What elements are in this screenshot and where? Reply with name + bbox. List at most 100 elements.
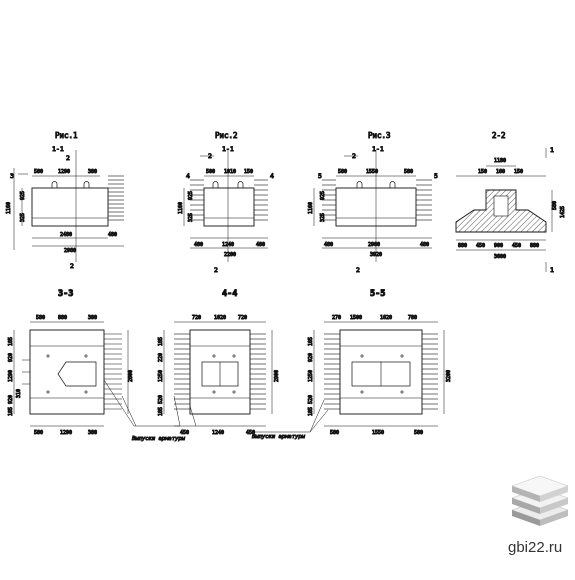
plan-4-4-dim-top-3: 720 <box>238 315 247 321</box>
figure-2-cut-bottom: 2 <box>214 266 218 274</box>
plan-5-5-dimension-lines <box>313 321 445 427</box>
figure-3-dimension-lines <box>313 150 432 262</box>
plan-3-3-dim-bottom-3: 380 <box>88 430 97 436</box>
plan-5-5-dim-bottom-1: 580 <box>330 430 339 436</box>
figure-3-loop-right <box>389 181 396 188</box>
figure-1: Рис.1 1-1 2 3 580 1290 38 <box>6 131 124 271</box>
section-2-2-dim-mid-3: 150 <box>514 169 523 175</box>
plan-3-3-dim-left-2: 920 <box>8 353 14 362</box>
callout-rebar-outlets-2: Выпуски арматуры <box>252 434 306 440</box>
figure-2-dim-top-3: 150 <box>244 169 253 175</box>
figure-1-dim-side-2: 925 <box>20 191 26 200</box>
figure-1-loop-left <box>51 181 58 188</box>
figure-3-dim-top-1: 580 <box>338 169 347 175</box>
figure-1-dim-bottom-1: 2480 <box>60 232 72 238</box>
plan-3-3-dim-bottom-1: 580 <box>34 430 43 436</box>
plan-3-3-rebar-outlets <box>104 333 122 410</box>
plan-4-4-rebar-outlets <box>174 333 266 410</box>
figure-2-dim-side-1: 1160 <box>178 202 184 214</box>
plan-3-3-block <box>29 329 105 415</box>
figure-3: Рис.3 1-1 2 5 5 580 1550 <box>308 131 439 275</box>
figure-2-cut-right: 4 <box>270 172 274 180</box>
figure-2-section-label: 1-1 <box>222 145 234 153</box>
figure-2-dim-top-1: 500 <box>206 169 215 175</box>
figure-2-title: Рис.2 <box>215 131 238 140</box>
figure-1-cut-bottom: 2 <box>70 262 74 270</box>
plan-3-3-dim-right: 2800 <box>128 370 134 382</box>
plan-5-5-rebar-outlets <box>324 333 438 410</box>
plan-5-5-dim-left-1: 185 <box>308 337 314 346</box>
plan-4-4-dim-top-2: 1620 <box>214 315 226 321</box>
figure-1-dim-side-1: 1160 <box>6 202 12 214</box>
plan-3-3-marks <box>46 354 88 394</box>
plan-4-4-dim-bottom-3: 450 <box>246 430 255 436</box>
figure-2: Рис.2 1-1 2 4 4 500 1010 <box>178 131 275 275</box>
section-2-2-dim-bottom-4: 450 <box>512 243 521 249</box>
callout-rebar-outlets-1: Выпуски арматуры <box>132 436 186 442</box>
figure-3-section-label: 1-1 <box>372 145 384 153</box>
figure-2-dimension-lines <box>183 150 268 262</box>
figure-2-loop-right <box>237 181 244 188</box>
plan-5-5-dim-right: 3200 <box>446 370 452 382</box>
figure-1-block <box>31 187 109 227</box>
figure-1-loop-right <box>83 181 90 188</box>
plan-5-5-dim-top-3: 1620 <box>380 315 392 321</box>
plan-3-3-dim-left-1: 185 <box>8 337 14 346</box>
plan-4-4-dim-left-1: 185 <box>158 337 164 346</box>
plan-5-5-dim-bottom-2: 1550 <box>372 430 384 436</box>
plan-5-5-dim-bottom-3: 580 <box>414 430 423 436</box>
section-2-2-dim-total: 3600 <box>494 254 506 260</box>
figure-2-cut-left: 4 <box>186 172 190 180</box>
figure-3-dim-top-2: 1550 <box>366 169 378 175</box>
figure-3-dim-side-3: 325 <box>320 213 326 222</box>
plan-4-4-title: 4-4 <box>222 289 237 299</box>
section-2-2-dim-bottom-2: 450 <box>476 243 485 249</box>
figure-2-loop-left <box>212 181 219 188</box>
figure-1-title: Рис.1 <box>55 131 78 140</box>
plan-3-3-dim-left-4: 310 <box>16 389 22 398</box>
plan-4-4-dimension-lines <box>163 321 273 427</box>
plan-4-4-dim-left-4: 520 <box>158 395 164 404</box>
figure-1-dim-total: 2960 <box>64 248 76 254</box>
plan-3-3-dimension-lines <box>13 321 129 427</box>
figure-3-dim-side-2: 925 <box>320 191 326 200</box>
figure-1-dimension-lines <box>13 150 124 262</box>
section-2-2: 2-2 1 1 1180 150 160 150 880 450 900 450… <box>455 131 567 275</box>
plan-3-3-dim-left-5: 920 <box>8 395 14 404</box>
figure-3-cut-left: 5 <box>318 172 322 180</box>
figure-3-dim-top-3: 580 <box>404 169 413 175</box>
figure-2-dim-top-2: 1010 <box>224 169 236 175</box>
section-2-2-dim-bottom-3: 900 <box>494 243 503 249</box>
figure-1-section-label: 1-1 <box>52 145 64 153</box>
figure-1-dim-side-3: 325 <box>20 213 26 222</box>
figure-2-dim-side-2: 925 <box>188 191 194 200</box>
plan-4-4-dim-top-1: 720 <box>192 315 201 321</box>
figure-3-dim-bottom-3: 480 <box>420 242 429 248</box>
figure-3-dim-bottom-1: 480 <box>324 242 333 248</box>
plan-3-3-dim-top-2: 880 <box>58 315 67 321</box>
plan-5-5-dim-left-2: 920 <box>308 353 314 362</box>
plan-4-4-dim-right: 2900 <box>274 370 280 382</box>
section-2-2-dim-mid-2: 160 <box>496 169 505 175</box>
plan-4-4-dim-left-2: 220 <box>158 353 164 362</box>
figure-1-dim-top-3: 380 <box>88 169 97 175</box>
section-2-2-dimension-lines <box>456 148 553 272</box>
plan-3-3-title: 3-3 <box>58 289 73 299</box>
gbi-logo <box>511 475 569 526</box>
section-2-2-cut-bottom: 1 <box>550 266 554 274</box>
plan-3-3-dim-left-3: 1290 <box>8 370 14 382</box>
section-2-2-dim-side-2: 1425 <box>560 206 566 218</box>
plan-5-5-dim-left-4: 520 <box>308 395 314 404</box>
section-2-2-dim-top: 1180 <box>494 158 506 164</box>
figure-1-dim-top-2: 1290 <box>58 169 70 175</box>
plan-5-5-title: 5-5 <box>370 289 385 299</box>
section-2-2-slot <box>493 195 509 217</box>
section-2-2-dim-bottom-1: 880 <box>458 243 467 249</box>
figure-3-cut-right: 5 <box>434 172 438 180</box>
plan-4-4-block <box>189 329 251 415</box>
figure-3-loop-left <box>356 181 363 188</box>
section-2-2-dim-mid-1: 150 <box>478 169 487 175</box>
plan-3-3-dim-top-3: 380 <box>88 315 97 321</box>
figure-3-dim-total: 3920 <box>370 252 382 258</box>
